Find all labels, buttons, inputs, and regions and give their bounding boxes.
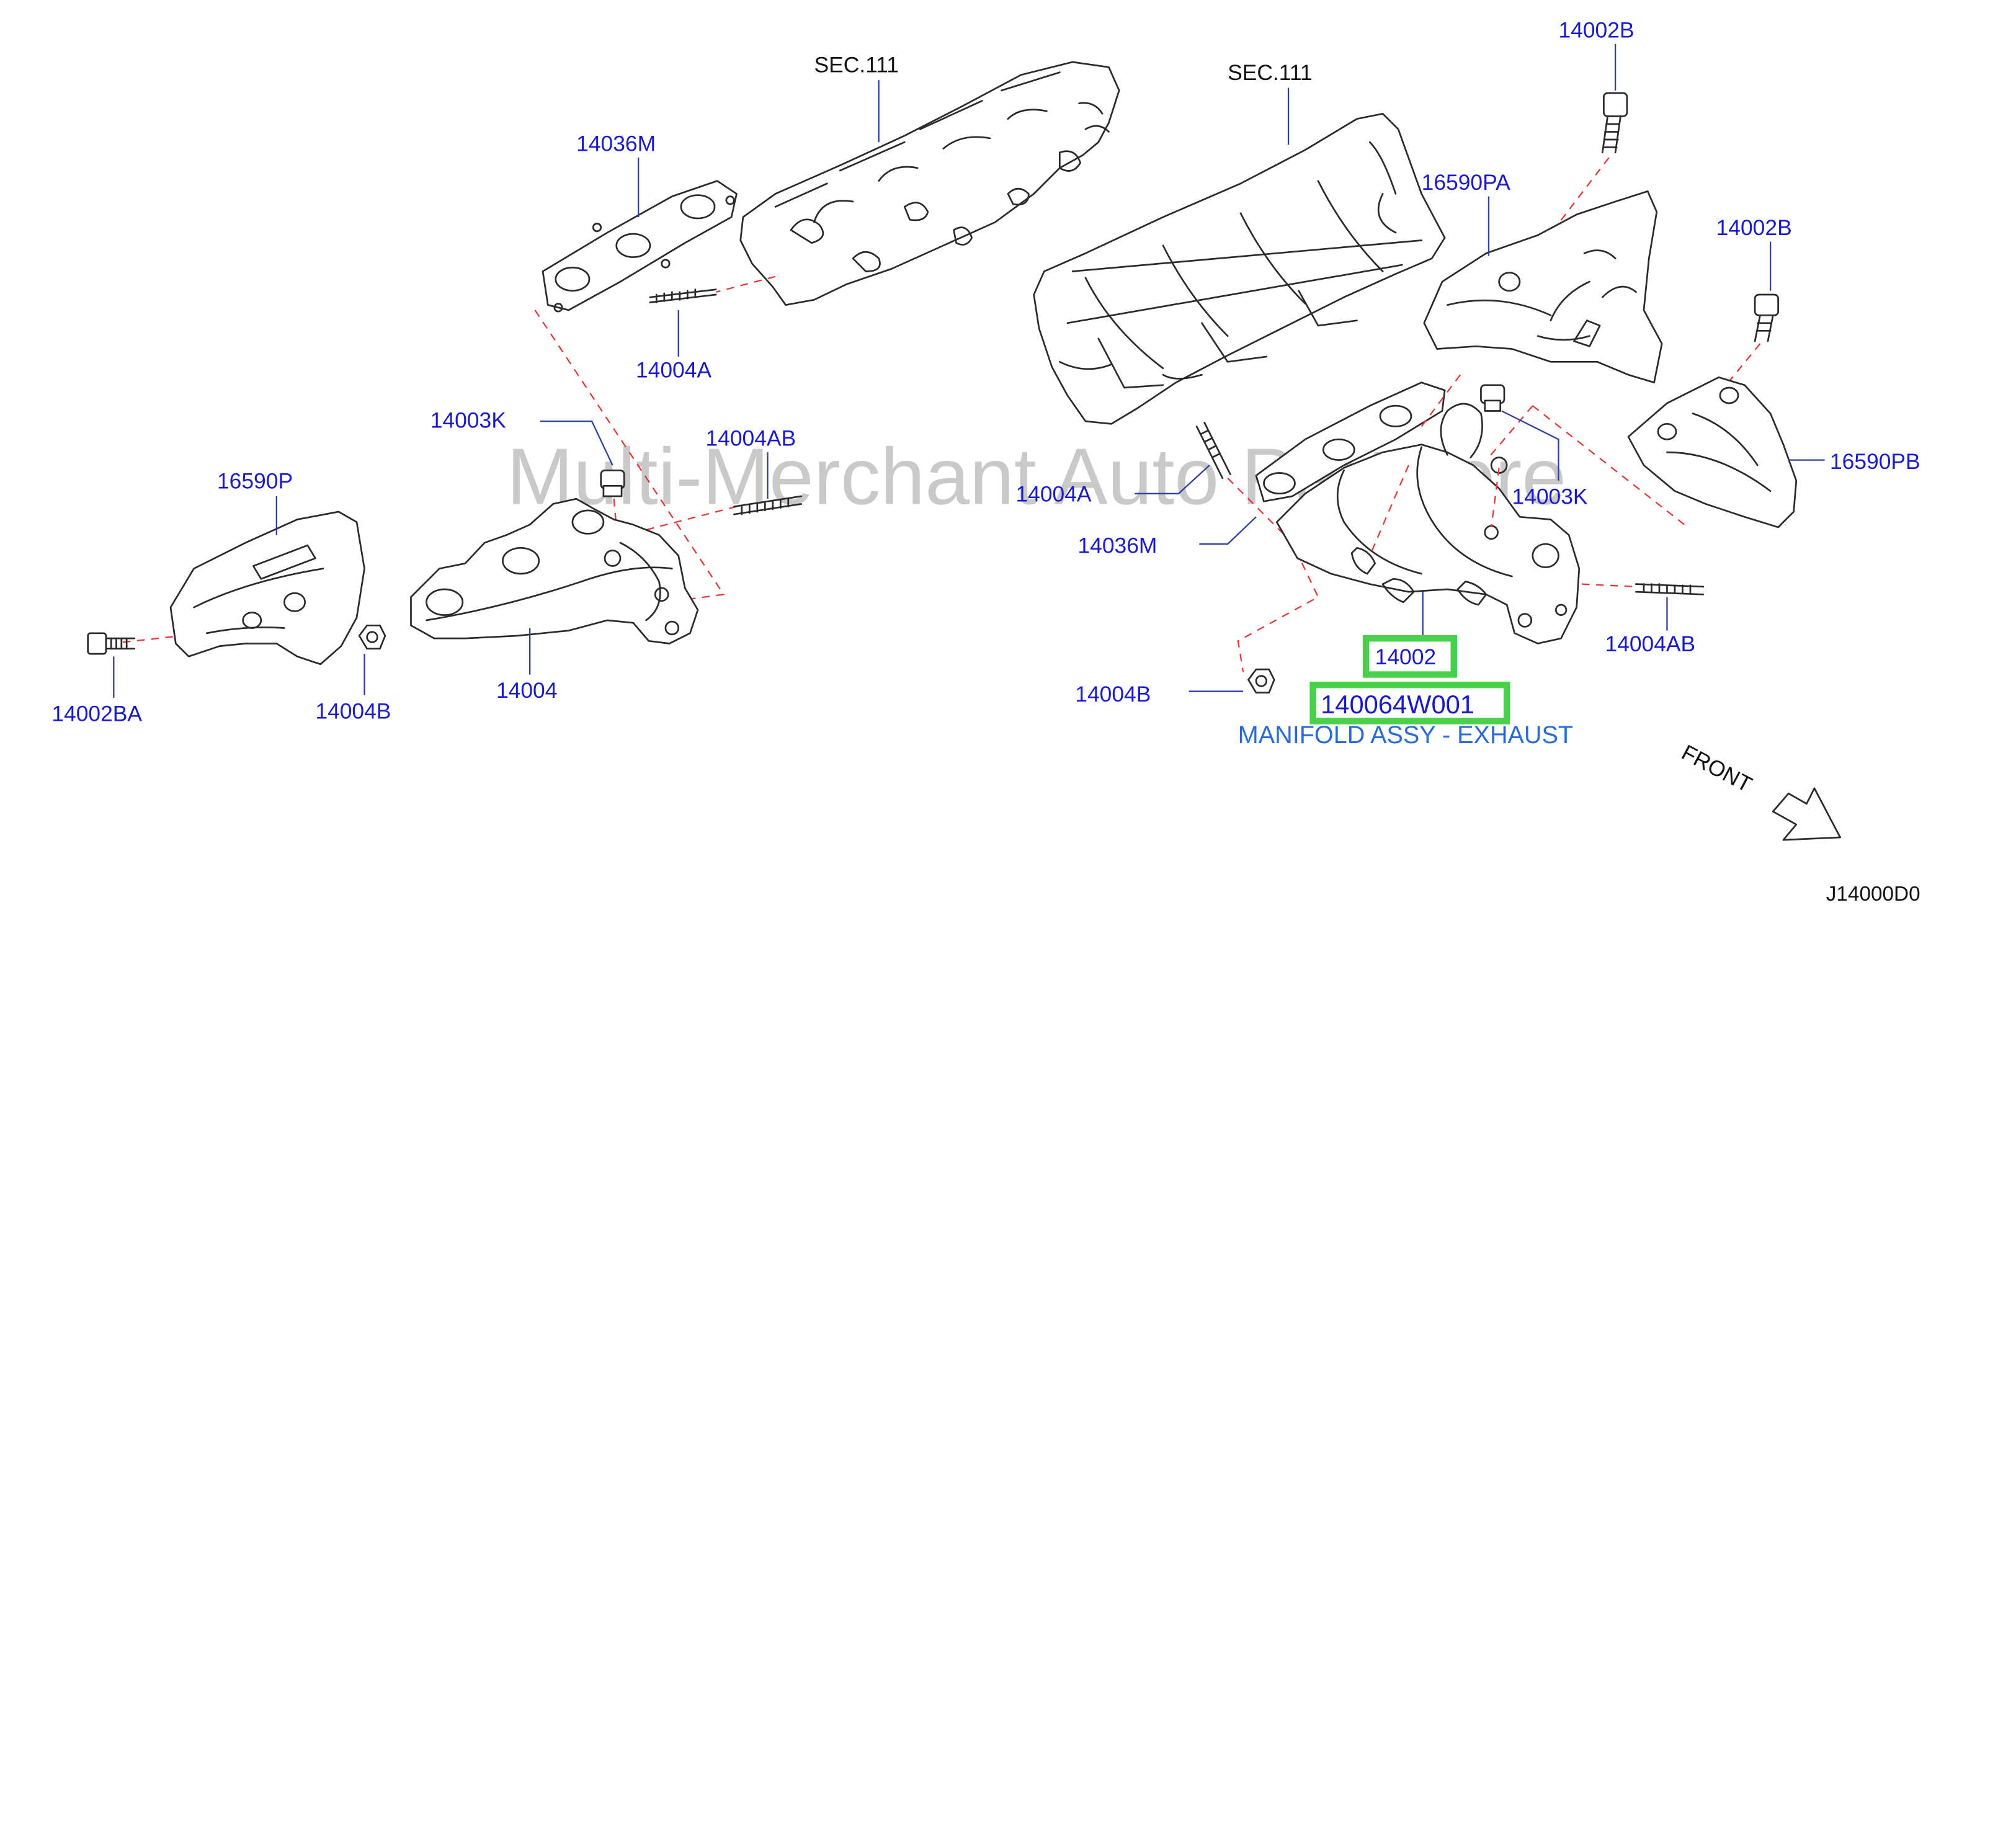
sec-111-label-right: SEC.111 <box>1228 60 1312 85</box>
callout-14004a-right[interactable]: 14004A <box>1015 481 1091 506</box>
right-stud-14004a <box>1195 421 1231 479</box>
callout-14004a-left[interactable]: 14004A <box>636 357 711 382</box>
front-direction-indicator: FRONT <box>1678 740 1841 841</box>
callout-14004b-right[interactable]: 14004B <box>1075 682 1151 707</box>
left-manifold-gasket <box>542 180 738 313</box>
right-heat-shield-16590pa <box>1423 190 1663 384</box>
left-heat-shield <box>169 510 365 666</box>
right-heat-shield-16590pb <box>1627 376 1798 528</box>
callout-14004ab-right[interactable]: 14004AB <box>1605 631 1695 656</box>
callout-16590pa[interactable]: 16590PA <box>1422 170 1510 195</box>
left-stud-14004ab <box>733 495 803 515</box>
callout-16590p[interactable]: 16590P <box>217 468 293 493</box>
callout-16590pb[interactable]: 16590PB <box>1830 449 1920 474</box>
callout-14002b-side[interactable]: 14002B <box>1716 215 1792 240</box>
highlight-part-number[interactable]: 14002 <box>1375 644 1436 669</box>
left-exhaust-manifold <box>410 497 699 644</box>
highlight-box-part-number <box>1362 635 1457 678</box>
callout-14003k-left[interactable]: 14003K <box>430 408 506 433</box>
left-bolt-14002ba <box>87 632 136 655</box>
left-nut-14003k <box>600 469 625 497</box>
callout-14004b-left[interactable]: 14004B <box>315 698 391 723</box>
left-cylinder-head <box>739 61 1120 306</box>
callout-14004[interactable]: 14004 <box>496 678 557 703</box>
exhaust-manifold-diagram: Multi-Merchant Auto Partstore SEC.111 SE… <box>51 17 1920 906</box>
right-stud-14004ab <box>1635 583 1705 595</box>
sec-111-label-left: SEC.111 <box>814 53 898 78</box>
left-stud-14004a <box>649 288 717 303</box>
callout-14004ab-left[interactable]: 14004AB <box>705 426 796 451</box>
callout-14003k-right[interactable]: 14003K <box>1512 484 1587 509</box>
highlight-box-catalog-number <box>1309 681 1510 724</box>
front-arrow-icon <box>1772 787 1841 841</box>
callout-14002ba[interactable]: 14002BA <box>51 701 142 726</box>
right-bolt-14002b-side <box>1754 293 1779 342</box>
left-nut-14004b <box>358 624 386 650</box>
highlight-catalog-number[interactable]: 140064W001 <box>1321 690 1474 719</box>
callout-14002b-top[interactable]: 14002B <box>1558 17 1634 42</box>
right-nut-14003k <box>1480 384 1505 412</box>
right-bolt-14002b-top <box>1601 92 1628 154</box>
callout-14036m-right[interactable]: 14036M <box>1077 533 1157 558</box>
right-manifold-gasket <box>1255 381 1446 502</box>
callout-14036m-left[interactable]: 14036M <box>576 132 656 156</box>
front-label: FRONT <box>1678 740 1756 798</box>
part-description: MANIFOLD ASSY - EXHAUST <box>1238 721 1573 749</box>
right-cylinder-head <box>1033 112 1446 425</box>
diagram-code: J14000D0 <box>1826 883 1920 906</box>
right-nut-14004b <box>1247 668 1275 694</box>
